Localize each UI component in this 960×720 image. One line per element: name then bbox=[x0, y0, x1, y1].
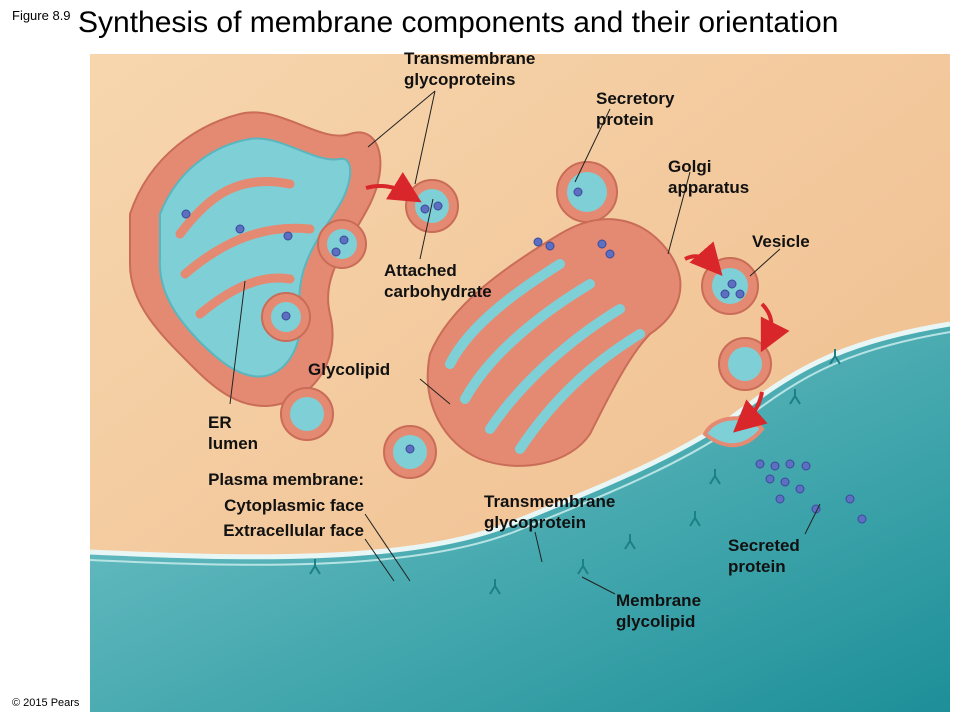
label-glycolipid: Glycolipid bbox=[308, 360, 391, 379]
label-transmembrane-glycoprotein: Transmembrane glycoprotein bbox=[484, 492, 616, 532]
label-golgi-apparatus: Golgi apparatus bbox=[668, 157, 750, 197]
transport-arrows bbox=[365, 171, 790, 433]
leader-lines bbox=[229, 90, 821, 595]
label-attached-carbohydrate: Attached carbohydrate bbox=[384, 261, 492, 301]
label-plasma-membrane: Plasma membrane: bbox=[208, 470, 364, 489]
label-transmembrane-glycoproteins: Transmembrane glycoproteins bbox=[404, 49, 536, 89]
endoplasmic-reticulum bbox=[129, 111, 382, 407]
label-membrane-glycolipid: Membrane glycolipid bbox=[616, 591, 702, 631]
figure-label: Figure 8.9 bbox=[12, 8, 71, 23]
membrane-glycolipids bbox=[309, 349, 841, 595]
page-title: Synthesis of membrane components and the… bbox=[78, 6, 839, 39]
label-secreted-protein: Secreted protein bbox=[728, 536, 800, 576]
label-secretory-protein: Secretory protein bbox=[596, 89, 675, 129]
plasma-membrane-line bbox=[90, 321, 950, 560]
label-cytoplasmic-face: Cytoplasmic face bbox=[224, 496, 364, 515]
membrane-diagram bbox=[90, 54, 950, 712]
copyright-notice: © 2015 Pears bbox=[12, 697, 80, 709]
label-extracellular-face: Extracellular face bbox=[223, 521, 364, 540]
label-er-lumen: ER lumen bbox=[208, 413, 259, 453]
golgi-apparatus bbox=[426, 218, 682, 467]
protein-beads bbox=[181, 187, 867, 524]
label-vesicle: Vesicle bbox=[752, 232, 810, 251]
